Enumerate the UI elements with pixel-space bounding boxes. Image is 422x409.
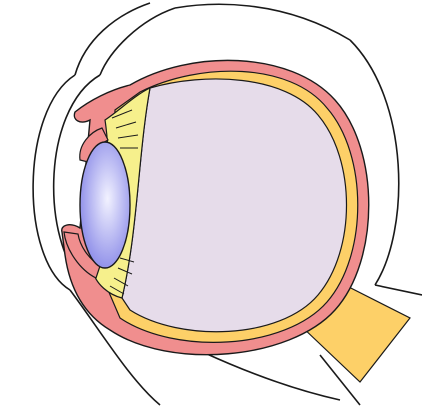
lens: [80, 142, 130, 268]
vitreous-body: [122, 79, 347, 332]
